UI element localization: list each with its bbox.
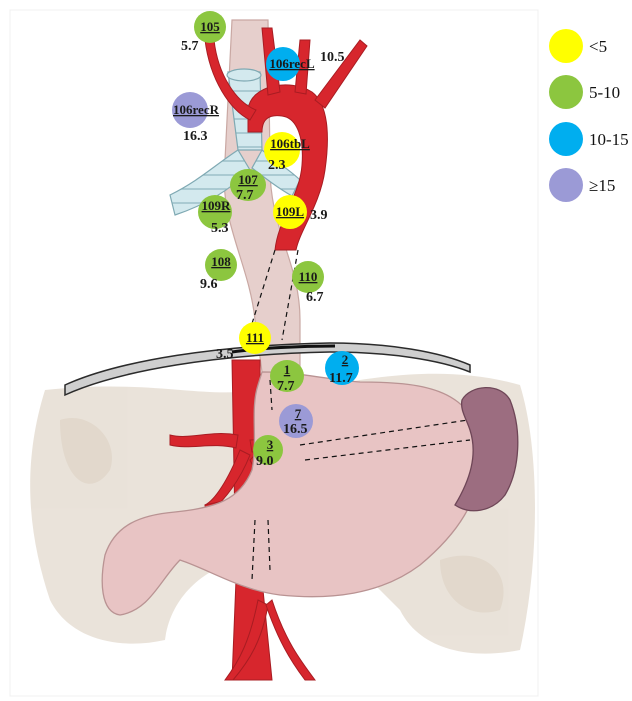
legend-swatch bbox=[549, 168, 583, 202]
station-value: 16.3 bbox=[183, 129, 208, 144]
station-value: 10.5 bbox=[320, 50, 345, 65]
legend: <5 5-10 10-15 ≥15 bbox=[549, 29, 629, 202]
station-value: 7.7 bbox=[277, 379, 295, 394]
station-value: 6.7 bbox=[306, 290, 324, 305]
station-value: 7.7 bbox=[236, 188, 254, 203]
station-label: 107 bbox=[238, 172, 258, 187]
legend-item-lt5: <5 bbox=[549, 29, 607, 63]
legend-item-5-10: 5-10 bbox=[549, 75, 620, 109]
station-label: 105 bbox=[200, 19, 220, 34]
legend-label: 10-15 bbox=[589, 130, 629, 149]
legend-swatch bbox=[549, 75, 583, 109]
station-label: 7 bbox=[295, 406, 302, 421]
station-value: 3.5 bbox=[216, 347, 234, 362]
station-value: 16.5 bbox=[283, 422, 308, 437]
station-label: 3 bbox=[267, 437, 274, 452]
station-value: 9.6 bbox=[200, 277, 218, 292]
legend-swatch bbox=[549, 122, 583, 156]
legend-label: <5 bbox=[589, 37, 607, 56]
station-7: 7 16.5 bbox=[279, 404, 313, 438]
legend-item-10-15: 10-15 bbox=[549, 122, 629, 156]
station-value: 11.7 bbox=[329, 371, 353, 386]
station-label: 2 bbox=[342, 352, 349, 367]
station-label: 111 bbox=[246, 330, 264, 345]
legend-item-ge15: ≥15 bbox=[549, 168, 615, 202]
station-value: 3.9 bbox=[310, 208, 328, 223]
station-label: 1 bbox=[284, 362, 291, 377]
station-label: 110 bbox=[299, 269, 318, 284]
station-value: 5.7 bbox=[181, 39, 199, 54]
station-label: 106recR bbox=[173, 102, 220, 117]
station-value: 9.0 bbox=[256, 454, 274, 469]
legend-swatch bbox=[549, 29, 583, 63]
station-value: 5.3 bbox=[211, 221, 229, 236]
station-label: 109R bbox=[202, 198, 232, 213]
legend-label: ≥15 bbox=[589, 176, 615, 195]
station-value: 2.3 bbox=[268, 158, 286, 173]
station-label: 106tbL bbox=[270, 136, 310, 151]
station-label: 109L bbox=[276, 204, 305, 219]
station-label: 106recL bbox=[269, 56, 315, 71]
station-label: 108 bbox=[211, 254, 231, 269]
legend-label: 5-10 bbox=[589, 83, 620, 102]
